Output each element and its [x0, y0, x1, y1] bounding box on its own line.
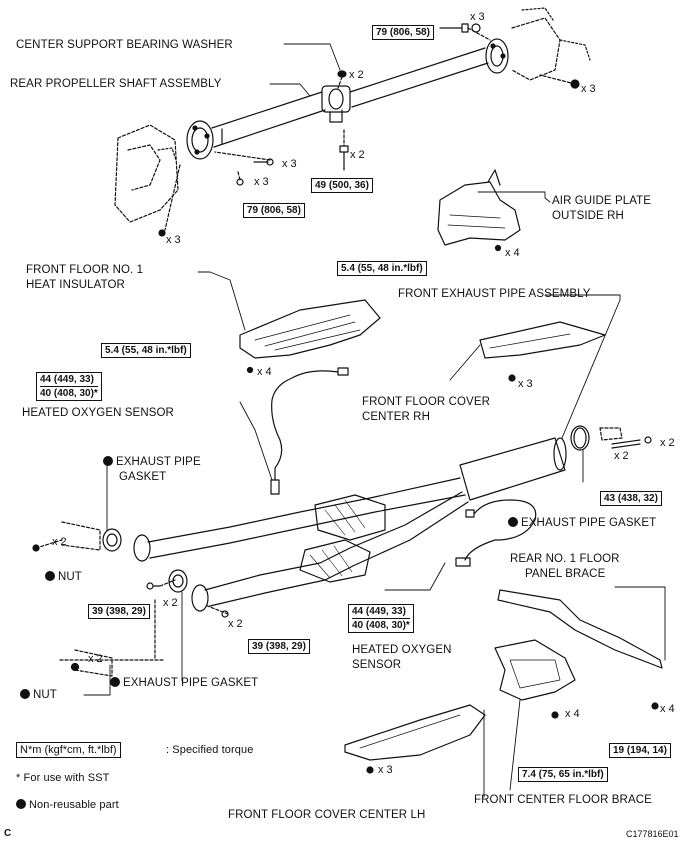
panel-brace-drawing — [497, 589, 663, 710]
label-heat-insulator-2: HEAT INSULATOR — [26, 279, 125, 291]
qty-lower-nut: x 2 — [88, 653, 103, 665]
legend-torque-desc: : Specified torque — [166, 744, 254, 756]
torque-mid-left: 79 (806, 58) — [243, 203, 305, 218]
qty-nut-left-b: x 3 — [166, 234, 181, 246]
label-heated-oxygen-sensor-lower-2: SENSOR — [352, 659, 402, 671]
qty-air-guide: x 4 — [505, 247, 520, 259]
label-front-exhaust-pipe-assembly: FRONT EXHAUST PIPE ASSEMBLY — [398, 288, 591, 300]
non-reusable-icon — [110, 677, 120, 687]
figure-code: C177816E01 — [626, 829, 679, 839]
qty-bolt-left: x 3 — [282, 158, 297, 170]
non-reusable-icon — [45, 571, 55, 581]
label-center-support-bearing-washer: CENTER SUPPORT BEARING WASHER — [16, 39, 233, 51]
oxygen-sensor-lower-drawing — [455, 499, 537, 567]
label-exhaust-pipe-gasket-upper: EXHAUST PIPE — [103, 455, 201, 469]
heat-insulator-drawing — [239, 299, 381, 374]
label-floor-cover-rh-2: CENTER RH — [362, 411, 430, 423]
torque-center-bearing: 49 (500, 36) — [311, 178, 373, 193]
label-nut-upper: NUT — [45, 570, 82, 584]
floor-cover-lh-drawing — [344, 704, 486, 774]
torque-floor-brace: 7.4 (75, 65 in.*lbf) — [518, 767, 608, 782]
qty-panel-brace: x 4 — [660, 703, 675, 715]
qty-cover-rh: x 3 — [518, 378, 533, 390]
torque-air-guide: 5.4 (55, 48 in.*lbf) — [337, 261, 427, 276]
label-heat-insulator-1: FRONT FLOOR NO. 1 — [26, 264, 144, 276]
legend-sst-note: * For use with SST — [16, 772, 110, 784]
label-front-center-floor-brace: FRONT CENTER FLOOR BRACE — [474, 794, 652, 806]
label-heated-oxygen-sensor-lower-1: HEATED OXYGEN — [352, 644, 452, 656]
floor-cover-rh-drawing — [479, 321, 606, 382]
torque-right-flange: 43 (438, 32) — [600, 491, 662, 506]
torque-sensor-lower-a: 44 (449, 33) — [352, 605, 410, 619]
qty-bearing-bolt: x 2 — [350, 149, 365, 161]
non-reusable-icon — [20, 689, 30, 699]
qty-washer: x 2 — [349, 69, 364, 81]
non-reusable-icon — [508, 517, 518, 527]
qty-nut-left-a: x 3 — [254, 176, 269, 188]
label-panel-brace-1: REAR NO. 1 FLOOR — [510, 553, 620, 565]
torque-panel-brace: 19 (194, 14) — [609, 743, 671, 758]
non-reusable-icon — [103, 456, 113, 466]
legend-non-reusable: Non-reusable part — [16, 798, 119, 812]
leader-lines — [83, 43, 666, 798]
torque-center-flange: 39 (398, 29) — [248, 639, 310, 654]
qty-top-bolt: x 3 — [470, 11, 485, 23]
qty-top-nut: x 3 — [581, 83, 596, 95]
label-rear-propeller-shaft-assembly: REAR PROPELLER SHAFT ASSEMBLY — [10, 78, 222, 90]
label-floor-cover-rh-1: FRONT FLOOR COVER — [362, 396, 490, 408]
torque-sensor-lower: 44 (449, 33)40 (408, 30)* — [348, 604, 414, 633]
label-exhaust-pipe-gasket-right: EXHAUST PIPE GASKET — [508, 516, 656, 530]
label-air-guide-plate-2: OUTSIDE RH — [552, 210, 624, 222]
label-heated-oxygen-sensor-upper: HEATED OXYGEN SENSOR — [22, 407, 174, 419]
legend-non-reusable-text: Non-reusable part — [29, 799, 119, 811]
propeller-shaft-drawing — [114, 7, 591, 237]
torque-sensor-upper-b: 40 (408, 30)* — [40, 388, 98, 399]
label-nut-upper-text: NUT — [58, 571, 82, 583]
qty-floor-brace: x 4 — [565, 708, 580, 720]
torque-left-flange: 39 (398, 29) — [88, 604, 150, 619]
label-panel-brace-2: PANEL BRACE — [525, 568, 606, 580]
label-exhaust-pipe-gasket-right-text: EXHAUST PIPE GASKET — [521, 517, 657, 529]
qty-cover-lh: x 3 — [378, 764, 393, 776]
label-air-guide-plate-1: AIR GUIDE PLATE — [552, 195, 652, 207]
torque-top: 79 (806, 58) — [372, 25, 434, 40]
label-nut-lower-text: NUT — [33, 689, 57, 701]
qty-right-spring: x 2 — [614, 450, 629, 462]
exhaust-pipe-drawing — [32, 425, 652, 677]
corner-mark-left: C — [4, 828, 12, 839]
label-floor-cover-lh: FRONT FLOOR COVER CENTER LH — [228, 809, 426, 821]
label-nut-lower: NUT — [20, 688, 57, 702]
torque-heat-insulator: 5.4 (55, 48 in.*lbf) — [101, 343, 191, 358]
qty-insulator: x 4 — [257, 366, 272, 378]
qty-right-bolt: x 2 — [660, 437, 675, 449]
legend-torque-box: N*m (kgf*cm, ft.*lbf) — [16, 742, 121, 758]
non-reusable-icon — [16, 799, 26, 809]
air-guide-plate-drawing — [437, 169, 521, 252]
oxygen-sensor-upper-drawing — [270, 367, 349, 495]
qty-center-bolt: x 2 — [228, 618, 243, 630]
qty-left-nut: x 2 — [52, 536, 67, 548]
torque-sensor-lower-b: 40 (408, 30)* — [352, 620, 410, 631]
label-exhaust-pipe-gasket-upper-2: GASKET — [119, 471, 167, 483]
label-exhaust-pipe-gasket-upper-text: EXHAUST PIPE — [116, 456, 201, 468]
qty-left-bolt: x 2 — [163, 597, 178, 609]
floor-brace-drawing — [494, 639, 576, 719]
label-exhaust-pipe-gasket-lower: EXHAUST PIPE GASKET — [110, 676, 258, 690]
torque-sensor-upper: 44 (449, 33)40 (408, 30)* — [36, 372, 102, 401]
label-exhaust-pipe-gasket-lower-text: EXHAUST PIPE GASKET — [123, 677, 259, 689]
torque-sensor-upper-a: 44 (449, 33) — [40, 373, 98, 387]
